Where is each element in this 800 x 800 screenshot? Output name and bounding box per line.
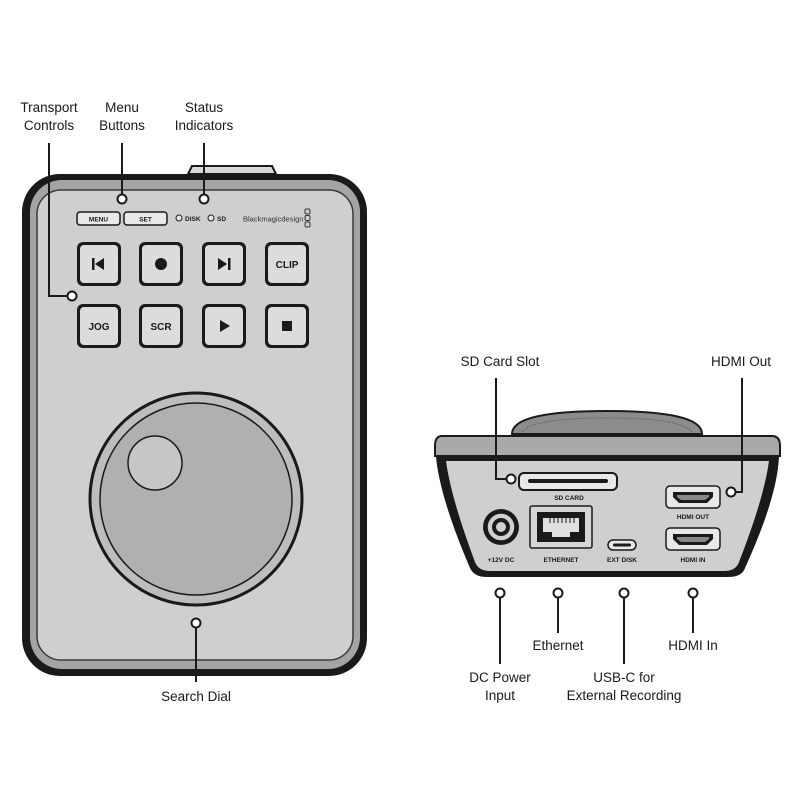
dc-power-port[interactable]: [483, 509, 519, 545]
callout-menu-buttons-line1: Menu: [105, 100, 139, 115]
sd-led-label: SD: [217, 216, 226, 223]
callout-search-dial-line1: Search Dial: [161, 689, 231, 704]
search-dial[interactable]: [88, 391, 304, 607]
callout-hdmi-in-line1: HDMI In: [668, 638, 718, 653]
key-jog-label: JOG: [88, 322, 109, 333]
hdmi-in-label: HDMI IN: [681, 557, 706, 564]
callout-transport-controls-line2: Controls: [23, 118, 75, 133]
brand-logo-mark: [304, 208, 311, 228]
brand-logo-text: Blackmagicdesign: [243, 215, 303, 224]
callout-usb-c-line1: USB-C for: [593, 670, 655, 685]
top-edge-bump: [186, 165, 278, 175]
record-icon: [155, 258, 167, 270]
callout-sd-card-slot-line1: SD Card Slot: [460, 354, 540, 369]
usb-c-port[interactable]: [607, 539, 637, 551]
callout-usb-c: USB-C for External Recording: [556, 669, 692, 705]
rear-top-plate: [434, 435, 781, 457]
skip-back-icon: [92, 258, 104, 270]
callout-dc-power-input-line1: DC Power: [469, 670, 531, 685]
sd-led: [207, 214, 215, 222]
leader-lines: [48, 143, 743, 682]
callout-status-indicators: Status Indicators: [160, 99, 248, 135]
callout-status-indicators-line2: Indicators: [174, 118, 234, 133]
callout-transport-controls-line1: Transport: [20, 100, 78, 115]
ext-disk-label: EXT DISK: [607, 557, 637, 564]
disk-led: [175, 214, 183, 222]
callout-dc-power-input: DC Power Input: [456, 669, 544, 705]
callout-search-dial: Search Dial: [136, 688, 256, 706]
callout-hdmi-out: HDMI Out: [700, 353, 782, 371]
menu-button-label: MENU: [89, 217, 108, 224]
stop-icon: [282, 321, 292, 331]
callout-menu-buttons: Menu Buttons: [82, 99, 162, 135]
callout-hdmi-in: HDMI In: [656, 637, 730, 655]
leader-hdmi-out: [736, 378, 743, 493]
set-button[interactable]: SET: [123, 211, 168, 226]
ethernet-port[interactable]: [529, 505, 593, 549]
callout-dc-power-input-line2: Input: [484, 688, 516, 703]
play-icon: [220, 320, 230, 332]
key-clip-label: CLIP: [276, 260, 299, 271]
callout-ethernet-line1: Ethernet: [532, 638, 584, 653]
dc-label: +12V DC: [488, 557, 515, 564]
callout-menu-buttons-line2: Buttons: [99, 118, 145, 133]
hdmi-out-label: HDMI OUT: [677, 514, 709, 521]
key-jog[interactable]: JOG: [77, 304, 121, 348]
hdmi-out-port[interactable]: [665, 485, 721, 509]
sd-card-label: SD CARD: [554, 495, 584, 502]
leader-sd: [495, 378, 506, 480]
key-scr-label: SCR: [150, 322, 172, 333]
leader-dots: [66, 193, 737, 629]
callout-sd-card-slot: SD Card Slot: [450, 353, 550, 371]
hdmi-in-port[interactable]: [665, 527, 721, 551]
set-button-label: SET: [139, 217, 152, 224]
leader-transport: [48, 143, 67, 297]
disk-led-label: DISK: [185, 216, 201, 223]
menu-button[interactable]: MENU: [76, 211, 121, 226]
key-clip[interactable]: CLIP: [265, 242, 309, 286]
key-previous[interactable]: [77, 242, 121, 286]
callout-status-indicators-line1: Status: [184, 100, 224, 115]
key-play[interactable]: [202, 304, 246, 348]
callout-usb-c-line2: External Recording: [566, 688, 682, 703]
rear-view: SD CARD HDMI OUT +12V DC: [434, 409, 781, 577]
callout-hdmi-out-line1: HDMI Out: [710, 354, 771, 369]
front-view: MENU SET DISK SD Blackmagicdesign: [22, 165, 367, 676]
dial-finger-dimple: [127, 435, 183, 491]
key-record[interactable]: [139, 242, 183, 286]
skip-forward-icon: [218, 258, 231, 270]
sd-card-slot[interactable]: [518, 472, 618, 491]
key-next[interactable]: [202, 242, 246, 286]
key-stop[interactable]: [265, 304, 309, 348]
callout-ethernet: Ethernet: [518, 637, 598, 655]
ethernet-label: ETHERNET: [543, 557, 578, 564]
callout-transport-controls: Transport Controls: [5, 99, 93, 135]
dial-dome: [510, 409, 704, 435]
key-scr[interactable]: SCR: [139, 304, 183, 348]
